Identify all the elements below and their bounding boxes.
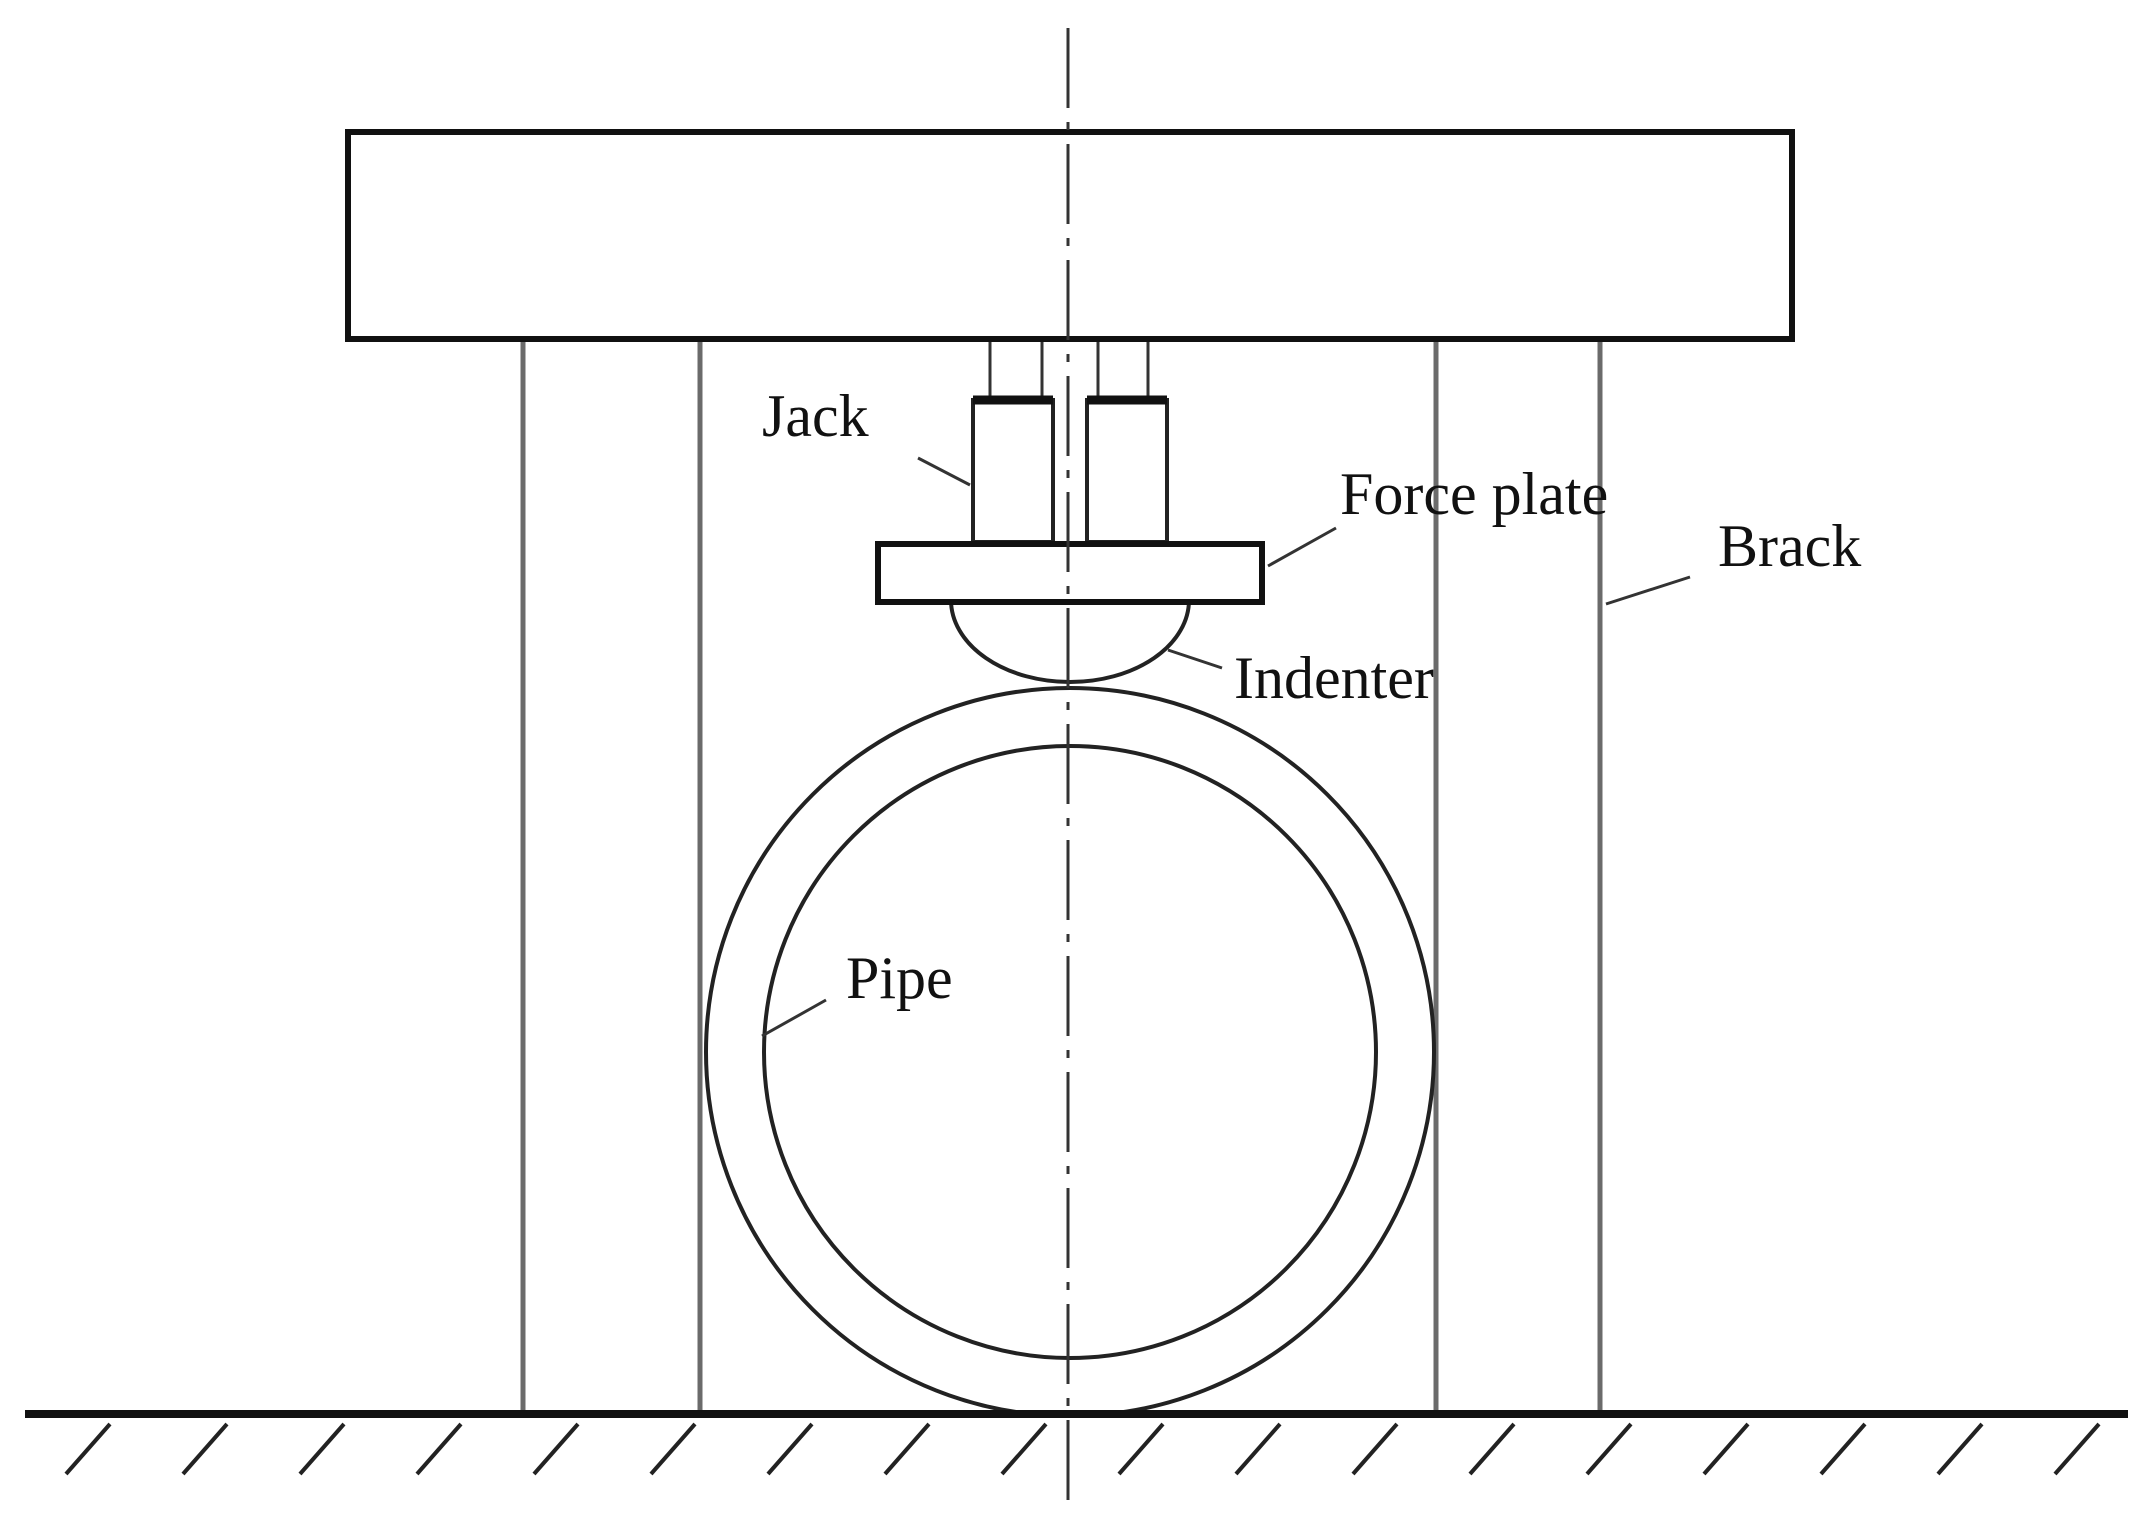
jack-leader	[917, 456, 971, 487]
brack-leader	[1605, 575, 1691, 606]
pipe-leader	[761, 998, 827, 1038]
jack-label: Jack	[762, 383, 869, 449]
ground-hatch-mark	[1351, 1422, 1399, 1476]
ground-hatch-mark	[883, 1422, 931, 1476]
ground-hatch-mark	[64, 1422, 112, 1476]
ground-hatch-mark	[766, 1422, 814, 1476]
ground-hatch-mark	[1702, 1422, 1750, 1476]
ground-hatching	[64, 1422, 2101, 1476]
ground-hatch-mark	[298, 1422, 346, 1476]
jack-right-cylinder	[1085, 398, 1169, 544]
ground	[25, 1410, 2128, 1476]
force-plate-leader	[1267, 526, 1337, 568]
ground-hatch-mark	[1234, 1422, 1282, 1476]
ground-hatch-mark	[181, 1422, 229, 1476]
pipe-label: Pipe	[846, 945, 953, 1011]
ground-hatch-mark	[532, 1422, 580, 1476]
ground-hatch-mark	[1468, 1422, 1516, 1476]
jack-left-cylinder	[971, 398, 1055, 544]
ground-hatch-mark	[415, 1422, 463, 1476]
indenter	[948, 598, 1192, 684]
force-plate	[875, 541, 1265, 605]
ground-hatch-mark	[649, 1422, 697, 1476]
ground-hatch-mark	[2053, 1422, 2101, 1476]
pipe-inner-wall	[762, 744, 1378, 1360]
jack	[971, 395, 1169, 544]
leader-lines	[761, 456, 1691, 1038]
top-beam	[345, 129, 1795, 342]
indenter-leader	[1167, 648, 1223, 670]
pipe	[704, 686, 1436, 1418]
frame-posts	[520, 342, 1603, 1412]
brack-label: Brack	[1718, 513, 1861, 579]
ground-hatch-mark	[1819, 1422, 1867, 1476]
ground-hatch-mark	[1936, 1422, 1984, 1476]
indenter-label: Indenter	[1234, 645, 1434, 711]
pipe-outer-wall	[704, 686, 1436, 1418]
ground-hatch-mark	[1585, 1422, 1633, 1476]
ground-hatch-mark	[1000, 1422, 1048, 1476]
force-plate-label: Force plate	[1340, 461, 1608, 527]
ground-hatch-mark	[1117, 1422, 1165, 1476]
